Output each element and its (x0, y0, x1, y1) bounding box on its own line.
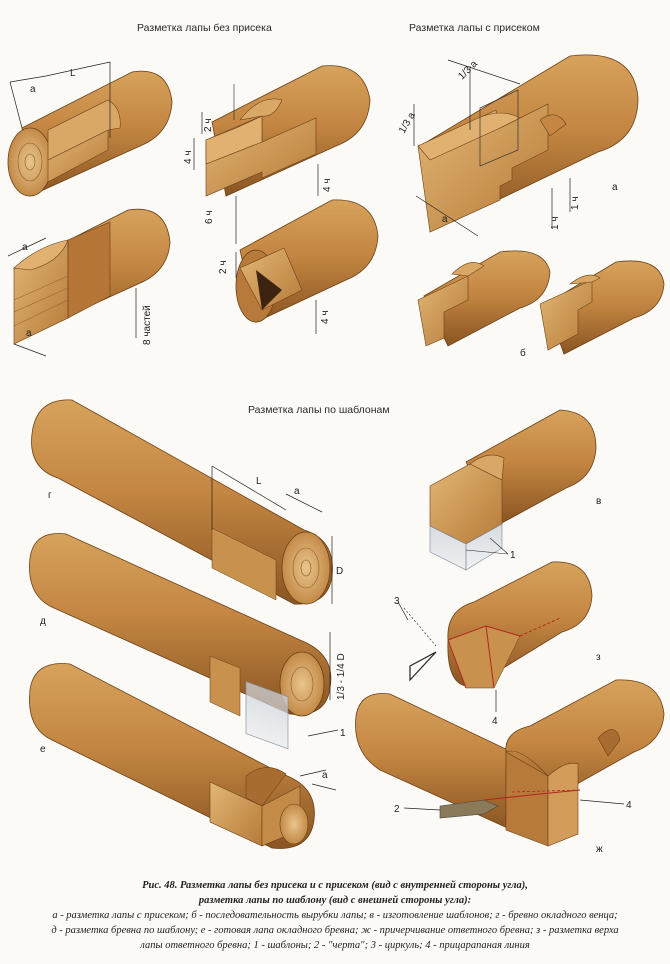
dim-1ch-1: 1 ч (550, 216, 561, 230)
label-zh: ж (596, 844, 603, 855)
dim-a-2: a (22, 242, 28, 253)
log-no-notch-2: a a 8 частей (7, 208, 171, 357)
dim-a-1: a (30, 84, 36, 95)
dim-4ch-2: 4 ч (322, 178, 333, 192)
log-with-notch-a: 1/3 a 1/3 a a 1 ч 1 ч а (397, 54, 639, 237)
dim-4ch-3: 4 ч (320, 310, 331, 324)
label-1-d: 1 (340, 728, 346, 739)
log-with-notch-b: б (417, 250, 665, 359)
dim-4ch-1: 4 ч (183, 150, 194, 164)
caption-line-4: д - разметка бревна по шаблону; е - гото… (51, 925, 619, 936)
label-4-zh: 4 (626, 800, 632, 811)
joint-zh: 2 4 ж (355, 679, 665, 855)
log-e: a е (29, 663, 337, 849)
label-z: з (596, 652, 601, 663)
label-g: г (48, 490, 52, 501)
title-templates: Разметка лапы по шаблонам (248, 404, 390, 416)
template-v: в 1 (429, 409, 601, 571)
dim-L-1: L (70, 68, 76, 79)
caption-line-1: Рис. 48. Разметка лапы без присека и с п… (142, 880, 528, 891)
label-2: 2 (394, 804, 400, 815)
dim-a-4: a (442, 214, 448, 225)
dim-a-3: a (26, 328, 32, 339)
title-with-notch: Разметка лапы с присеком (409, 22, 540, 34)
dim-6ch: 6 ч (204, 210, 215, 224)
label-e: е (40, 744, 46, 755)
label-1-v: 1 (510, 550, 516, 561)
dim-a-5: a (294, 486, 300, 497)
figure-caption: Рис. 48. Разметка лапы без присека и с п… (0, 878, 670, 953)
dim-third-a-1: 1/3 a (456, 58, 480, 82)
template-z: 3 з 4 (394, 561, 601, 727)
dim-2ch-1: 2 ч (203, 118, 214, 132)
log-d: 1/3 - 1/4 D д 1 (29, 533, 347, 750)
label-b: б (520, 347, 526, 359)
log-no-notch-1: a L (7, 61, 173, 197)
log-no-notch-4: 6 ч 2 ч 4 ч (204, 196, 379, 334)
label-d: д (40, 616, 46, 627)
dim-L-2: L (256, 476, 262, 487)
title-no-notch: Разметка лапы без присека (137, 22, 272, 34)
caption-line-2: разметка лапы по шаблону (вид с внешней … (198, 895, 472, 906)
dim-8-parts: 8 частей (142, 305, 153, 345)
label-v: в (596, 496, 601, 507)
log-g: L a D г (31, 399, 343, 605)
label-4-z: 4 (492, 716, 498, 727)
label-a: а (612, 182, 618, 193)
dim-1ch-2: 1 ч (570, 196, 581, 210)
dim-third-a-2: 1/3 a (397, 110, 418, 135)
dim-2ch-2: 2 ч (218, 260, 229, 274)
caption-line-3: а - разметка лапы с присеком; б - послед… (52, 910, 618, 921)
label-3: 3 (394, 596, 400, 607)
dim-a-6: a (322, 770, 328, 781)
dim-D: D (336, 566, 343, 577)
log-no-notch-3: 4 ч 2 ч 4 ч (183, 65, 371, 197)
caption-line-5: лапы ответного бревна; 1 - шаблоны; 2 - … (140, 940, 530, 951)
dim-third-quarter-D: 1/3 - 1/4 D (336, 653, 347, 700)
